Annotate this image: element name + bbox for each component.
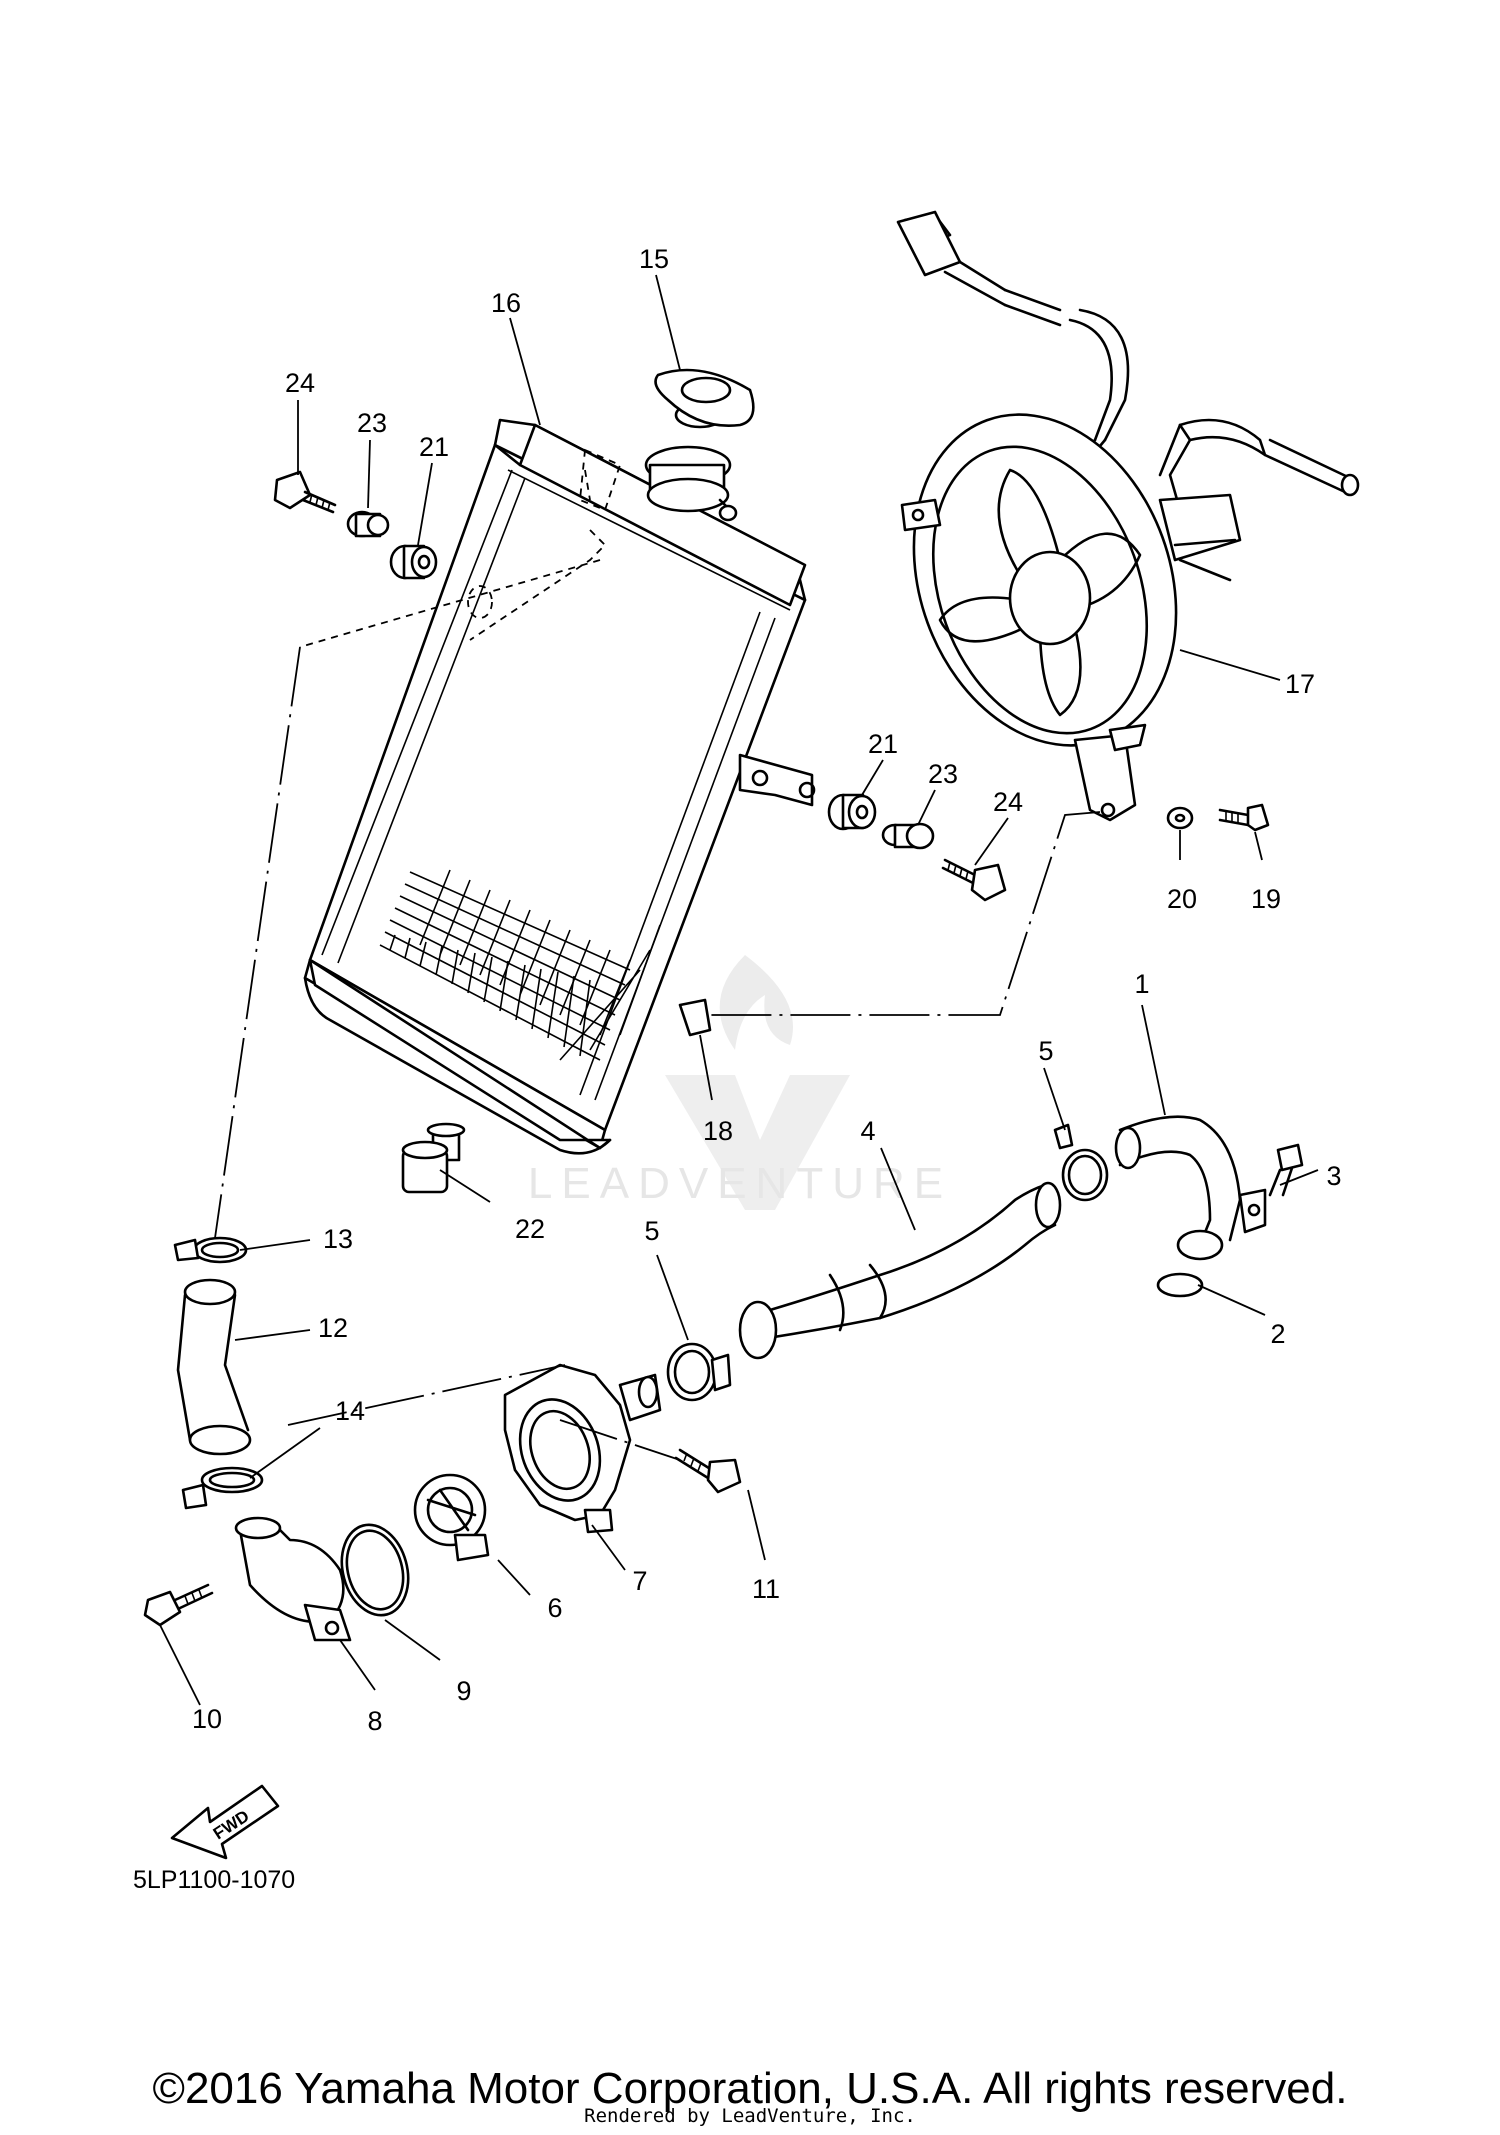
callout-numbers: 15 16 24 23 21 17 21 23 24 20 19 18 22 1… <box>192 244 1342 1736</box>
callout-23: 23 <box>928 759 958 789</box>
grommet-21-lower <box>827 793 877 831</box>
copyright-notice: ©2016 Yamaha Motor Corporation, U.S.A. A… <box>152 2064 1348 2113</box>
callout-17: 17 <box>1285 669 1315 699</box>
callout-5: 5 <box>644 1216 659 1246</box>
rendered-by-notice: Rendered by LeadVenture, Inc. <box>584 2105 916 2127</box>
hose-12 <box>176 1278 252 1456</box>
callout-20: 20 <box>1167 884 1197 914</box>
callout-19: 19 <box>1251 884 1281 914</box>
radiator <box>299 418 816 1162</box>
assembly-line <box>287 1364 566 1426</box>
collar-23-upper <box>346 510 390 538</box>
assembly-line <box>559 1419 681 1461</box>
thermostat-cover-8 <box>234 1516 352 1642</box>
clamp-5-upper <box>1053 1123 1109 1202</box>
callout-12: 12 <box>318 1313 348 1343</box>
leader-lines <box>159 274 1319 1706</box>
bolt-24-upper <box>273 470 337 514</box>
callout-14: 14 <box>335 1396 365 1426</box>
callout-8: 8 <box>367 1706 382 1736</box>
oring-9 <box>340 1523 410 1617</box>
pipe-1 <box>1114 1115 1267 1261</box>
callout-5: 5 <box>1038 1036 1053 1066</box>
callout-15: 15 <box>639 244 669 274</box>
callout-21: 21 <box>419 432 449 462</box>
callout-21: 21 <box>868 729 898 759</box>
watermark-text: LEADVENTURE <box>528 1159 952 1208</box>
radiator-cap <box>654 368 755 429</box>
callout-24: 24 <box>285 368 315 398</box>
callout-3: 3 <box>1326 1161 1341 1191</box>
assembly-line <box>214 646 301 1239</box>
bolt-3 <box>1268 1143 1304 1197</box>
grommet-22 <box>401 1140 449 1194</box>
clamp-14 <box>181 1466 264 1510</box>
leadventure-watermark-logo: LEADVENTURE <box>528 955 952 1210</box>
hose-4 <box>738 1181 1062 1360</box>
callout-22: 22 <box>515 1214 545 1244</box>
collar-23-lower <box>881 822 935 850</box>
callout-7: 7 <box>632 1566 647 1596</box>
callout-23: 23 <box>357 408 387 438</box>
bolt-10 <box>143 1583 214 1627</box>
callout-9: 9 <box>456 1676 471 1706</box>
callout-4: 4 <box>860 1116 875 1146</box>
clamp-5-lower <box>666 1342 732 1402</box>
thermostat-6 <box>413 1473 490 1562</box>
callout-10: 10 <box>192 1704 222 1734</box>
bolt-11 <box>674 1448 742 1494</box>
grommet-21-upper <box>389 544 438 580</box>
callout-6: 6 <box>547 1593 562 1623</box>
diagram-code: 5LP1100-1070 <box>133 1866 295 1894</box>
clamp-13 <box>173 1236 248 1264</box>
cooling-fan <box>896 210 1360 822</box>
callout-18: 18 <box>703 1116 733 1146</box>
oring-2 <box>1156 1272 1204 1298</box>
callout-24: 24 <box>993 787 1023 817</box>
thermostat-housing-7 <box>503 1363 662 1534</box>
bolt-24-lower <box>941 858 1007 902</box>
bolt-19 <box>1218 803 1270 832</box>
callout-11: 11 <box>752 1574 780 1604</box>
radiator-grille <box>379 869 661 1061</box>
callout-13: 13 <box>323 1224 353 1254</box>
callout-2: 2 <box>1270 1319 1285 1349</box>
callout-1: 1 <box>1134 969 1149 999</box>
callout-16: 16 <box>491 288 521 318</box>
washer-20 <box>1166 806 1194 830</box>
assembly-line <box>710 811 1101 1016</box>
fwd-arrow-icon: FWD <box>170 1784 280 1860</box>
